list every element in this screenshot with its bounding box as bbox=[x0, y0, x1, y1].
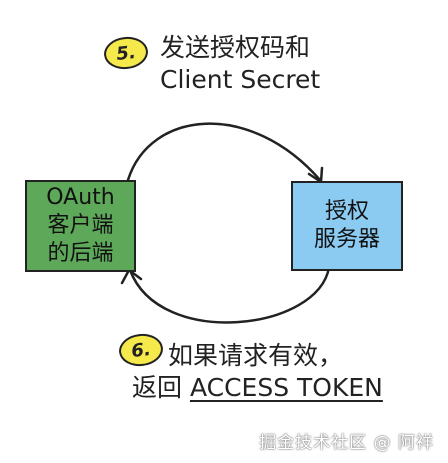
client-line-1: OAuth bbox=[46, 185, 115, 210]
step-6-number: 6. bbox=[130, 338, 152, 362]
arrow-step-6 bbox=[128, 265, 331, 324]
step-5-line-2: Client Secret bbox=[160, 65, 321, 94]
auth-server-box: 授权 服务器 bbox=[291, 181, 403, 271]
step-5-line-1: 发送授权码和 bbox=[160, 33, 311, 62]
step-6-label: 如果请求有效， 返回 ACCESS TOKEN bbox=[132, 340, 383, 404]
access-token-text: ACCESS TOKEN bbox=[189, 373, 383, 402]
arrow-step-5 bbox=[126, 122, 322, 182]
client-line-3: 的后端 bbox=[47, 241, 114, 266]
client-backend-box: OAuth 客户端 的后端 bbox=[25, 180, 136, 272]
watermark: 掘金技术社区 @ 阿祥 bbox=[259, 433, 434, 453]
step-6-prefix: 返回 bbox=[132, 373, 183, 402]
step-6-line-2: 返回 ACCESS TOKEN bbox=[132, 372, 383, 404]
client-line-2: 客户端 bbox=[47, 213, 114, 238]
server-line-1: 授权 bbox=[324, 199, 369, 224]
step-6-line-1: 如果请求有效， bbox=[168, 341, 344, 370]
step-5-label: 发送授权码和 Client Secret bbox=[160, 32, 320, 96]
step-5-number: 5. bbox=[115, 41, 137, 65]
server-line-2: 服务器 bbox=[313, 227, 380, 252]
